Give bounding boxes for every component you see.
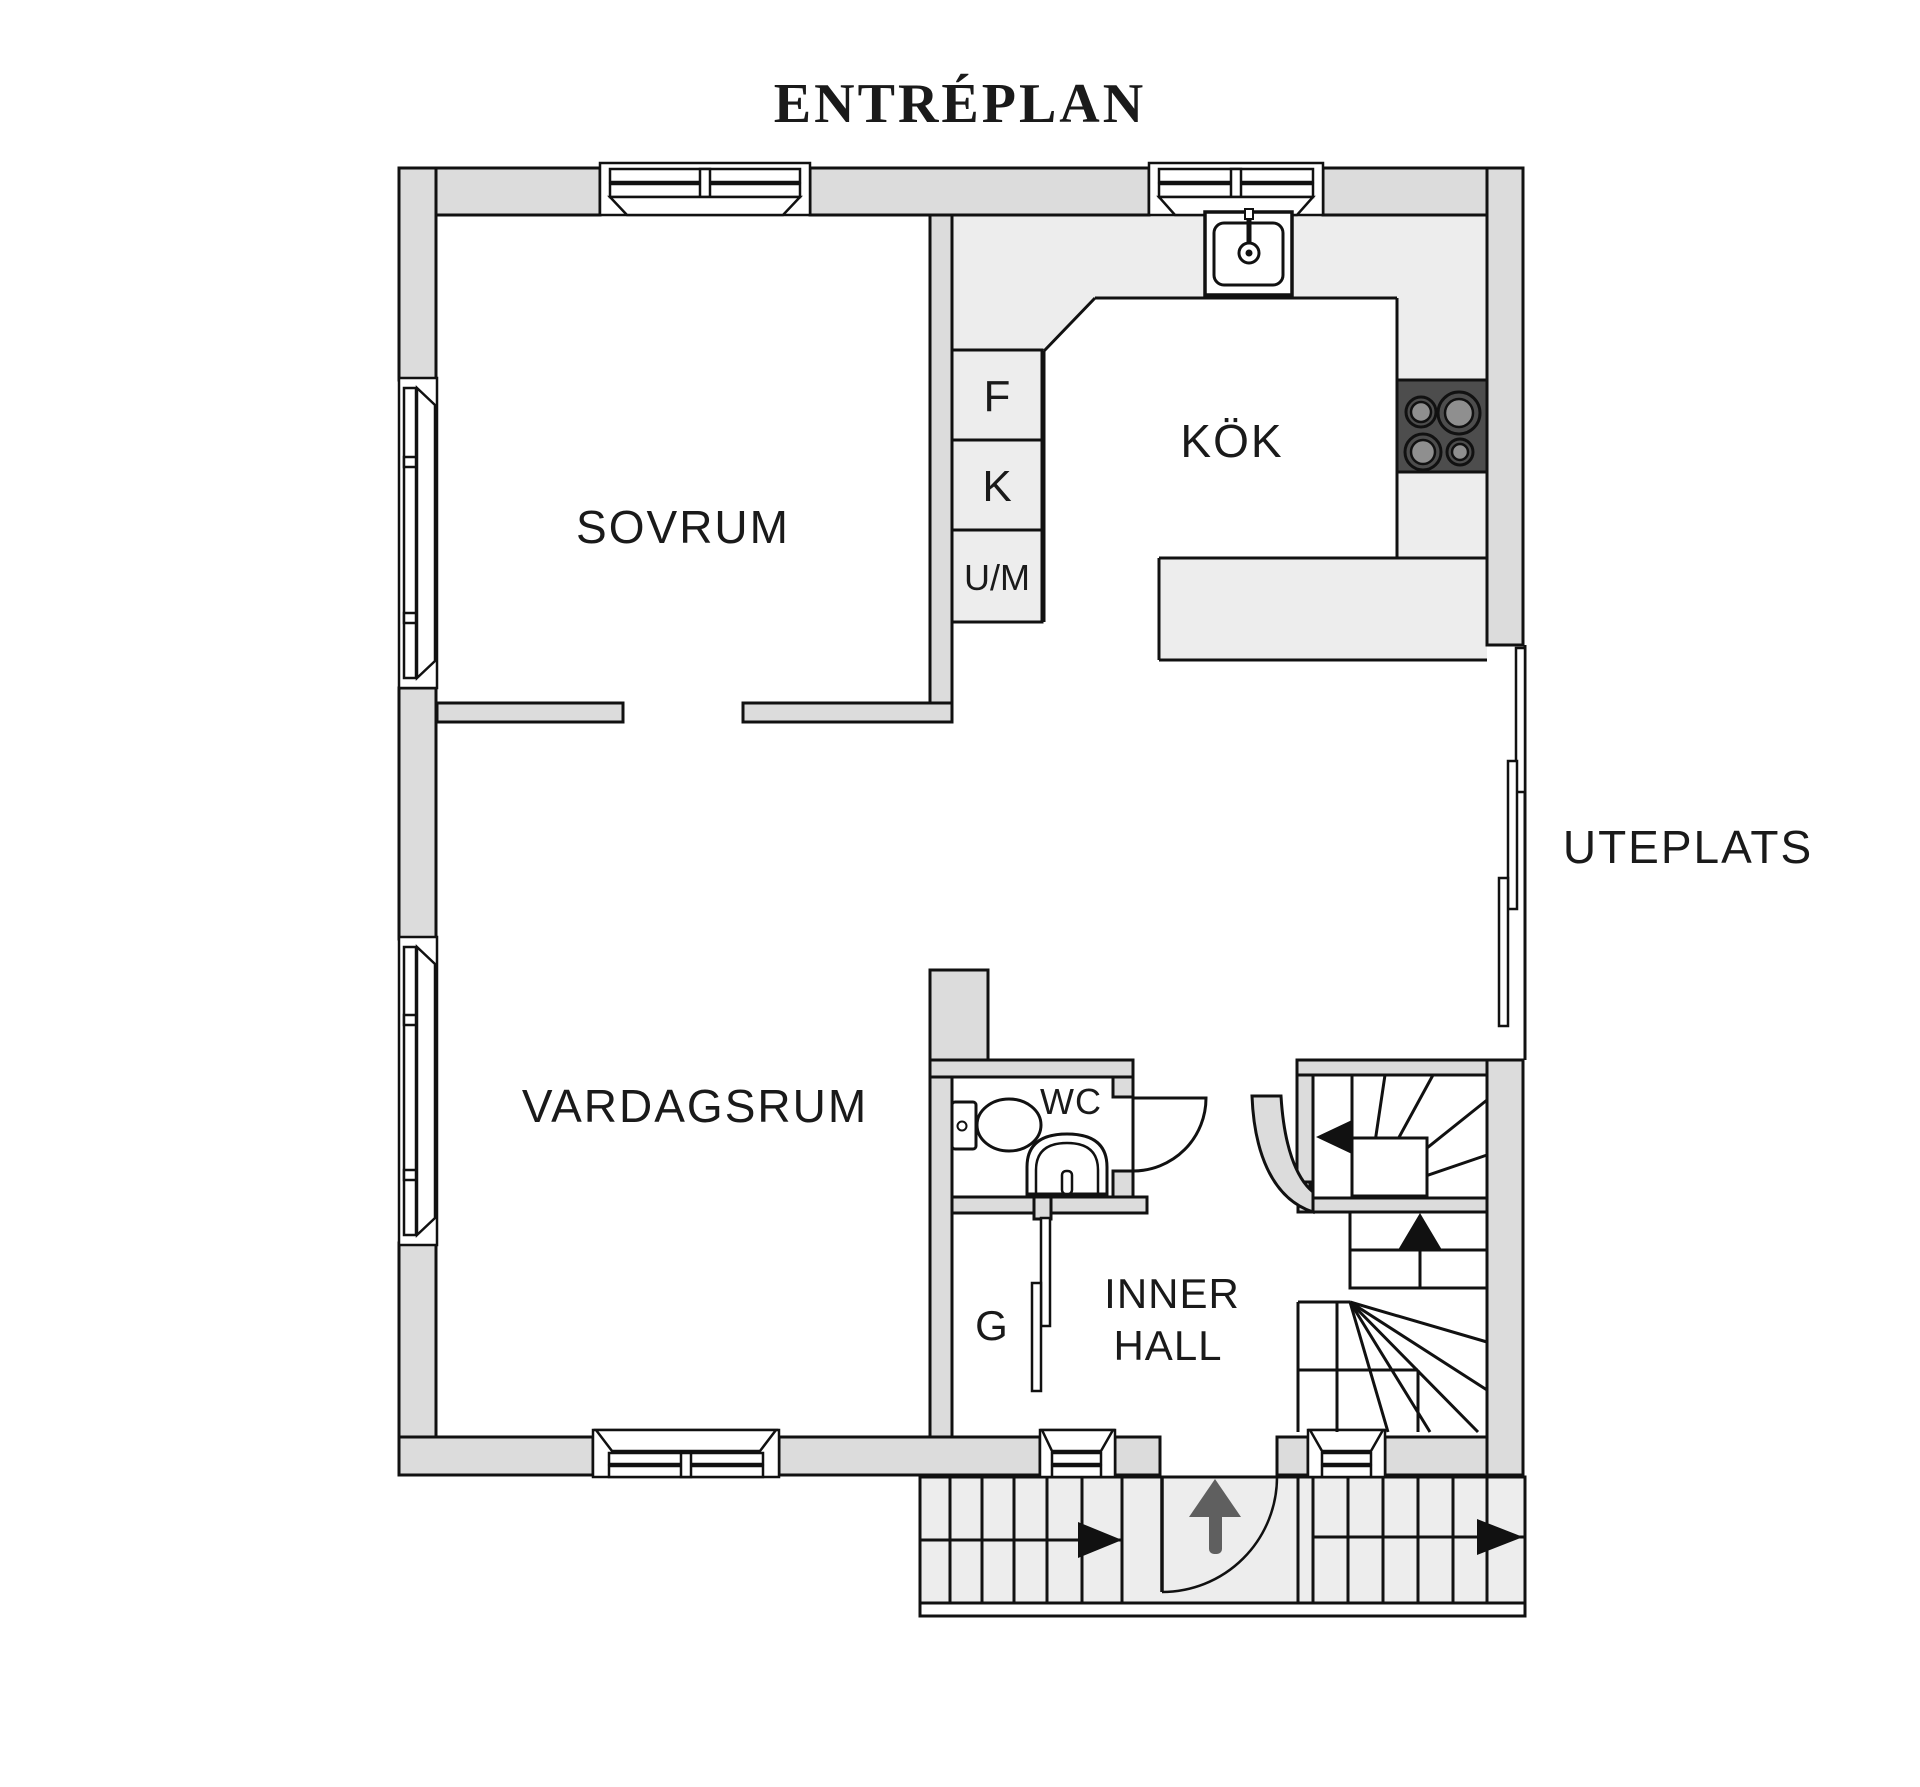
room-label-inner-hall-line2: HALL: [1113, 1322, 1222, 1369]
closet-sliding-doors: [1030, 1216, 1052, 1393]
stair-curved-screen-wall: [1250, 1094, 1315, 1215]
room-label-wc: WC: [1040, 1081, 1102, 1122]
toilet-icon: [950, 1097, 1043, 1153]
steps-direction-right-icon: [1477, 1519, 1523, 1555]
appliance-boxes: [950, 348, 1044, 624]
staircase-middle-flight: [1348, 1210, 1489, 1290]
entry-arrow-icon: [1189, 1479, 1241, 1554]
window-sovrum-top: [598, 161, 812, 217]
page-title: ENTRÉPLAN: [774, 73, 1146, 135]
walls: [397, 166, 1525, 1477]
fridge-label: F: [984, 372, 1011, 421]
uteplats-glass-wall: [1497, 645, 1527, 1060]
washer-box: [950, 528, 1044, 624]
room-label-vardagsrum: VARDAGSRUM: [522, 1080, 868, 1132]
room-label-kok: KÖK: [1180, 415, 1283, 467]
fridge-box: [950, 348, 1044, 442]
room-label-garderob: G: [975, 1302, 1009, 1349]
room-label-inner-hall-line1: INNER: [1104, 1270, 1240, 1317]
stove-icon: [1395, 378, 1489, 474]
stair-direction-left-icon: [1316, 1120, 1352, 1154]
entrance-porch: [918, 1475, 1527, 1618]
wc-door-swing: [1131, 1096, 1208, 1173]
room-label-sovrum: SOVRUM: [576, 501, 790, 553]
window-kitchen-top: [1147, 161, 1325, 217]
window-hall-bottom: [1038, 1428, 1117, 1479]
stair-direction-up-icon: [1398, 1213, 1442, 1250]
window-stair-bottom: [1306, 1428, 1387, 1479]
window-vardagsrum-left: [397, 935, 439, 1247]
entry-door: [1160, 1476, 1279, 1594]
staircase-upper-flight: [1311, 1073, 1489, 1200]
freezer-label: K: [982, 462, 1011, 511]
window-vardagsrum-bottom: [591, 1428, 781, 1479]
kitchen-sink-icon: [1203, 208, 1294, 297]
washer-label: U/M: [964, 557, 1030, 598]
window-sovrum-left: [397, 376, 439, 690]
staircase-lower-flight: [1296, 1300, 1488, 1434]
steps-direction-right-icon: [1078, 1522, 1122, 1558]
room-label-uteplats: UTEPLATS: [1563, 821, 1813, 873]
washbasin-icon: [1025, 1132, 1109, 1196]
